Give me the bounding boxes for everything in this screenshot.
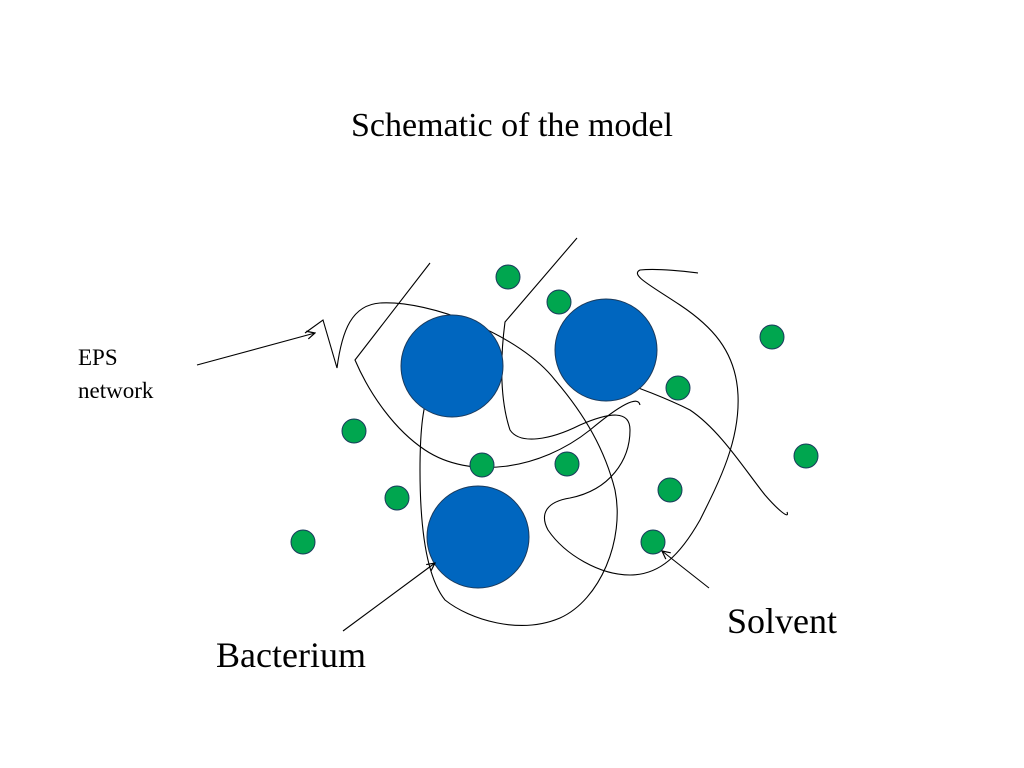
solvent-particle xyxy=(554,451,580,477)
eps-strand xyxy=(501,237,739,576)
solvent-arrow xyxy=(662,551,710,589)
bacterium-cell xyxy=(400,314,504,418)
diagram-title: Schematic of the model xyxy=(351,107,673,144)
bacterium-label: Bacterium xyxy=(216,635,366,675)
eps-arrow xyxy=(196,333,315,366)
solvent-particle xyxy=(495,264,521,290)
solvent-particle xyxy=(640,529,666,555)
solvent-particle xyxy=(469,452,495,478)
solvent-label: Solvent xyxy=(727,601,838,641)
solvent-particle xyxy=(793,443,819,469)
solvent-particle xyxy=(384,485,410,511)
bacterium-cell xyxy=(554,298,658,402)
eps-label-line1: EPS xyxy=(78,345,118,370)
solvent-particle xyxy=(657,477,683,503)
solvent-particle xyxy=(546,289,572,315)
solvent-particle xyxy=(290,529,316,555)
solvent-particle xyxy=(341,418,367,444)
solvent-particle xyxy=(665,375,691,401)
bacterium-arrow xyxy=(342,563,435,632)
eps-network-label: EPS network xyxy=(78,341,153,407)
eps-strand xyxy=(304,302,618,626)
eps-label-line2: network xyxy=(78,378,154,403)
bacterium-cell xyxy=(426,485,530,589)
arrows xyxy=(196,333,710,632)
solvent-particle xyxy=(759,324,785,350)
solvent-group xyxy=(290,264,819,555)
bacteria-group xyxy=(400,298,658,589)
eps-network xyxy=(304,237,788,626)
